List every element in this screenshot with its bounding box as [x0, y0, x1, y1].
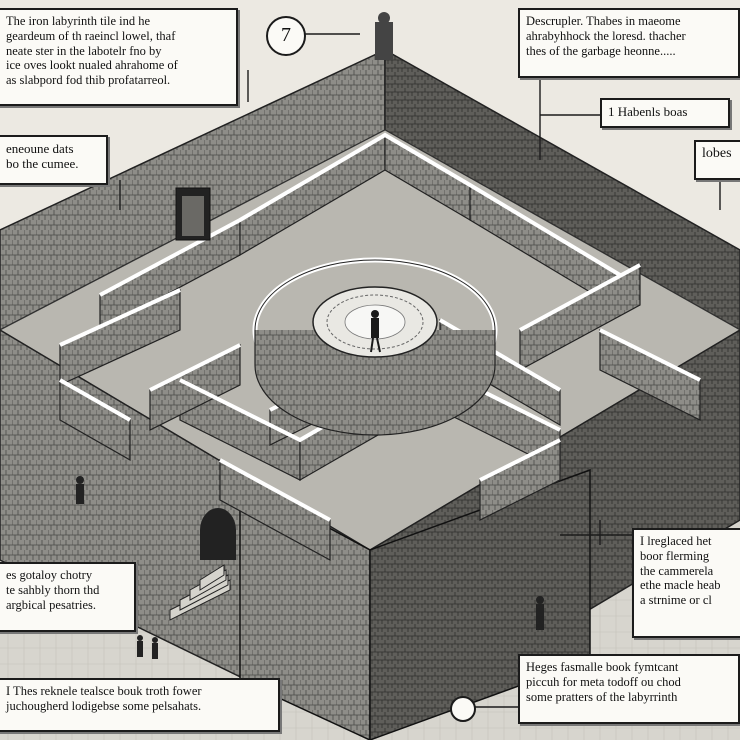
callout-bottom-right: Heges fasmalle book fymtcant piccuh for …	[518, 654, 740, 724]
marker-number: 7	[266, 16, 306, 56]
callout-bottom-left: I Thes reknele tealsce bouk troth fower …	[0, 678, 280, 732]
callout-top-right: Descrupler. Thabes in maeome ahrabyhhock…	[518, 8, 740, 78]
callout-top-left: The iron labyrinth tile ind he geardeum …	[0, 8, 238, 106]
marker-ring	[450, 696, 476, 722]
callout-mid-right-tag: 1 Habenls boas	[600, 98, 730, 128]
callout-right-mid: lobes	[694, 140, 740, 180]
callout-right-lower: I lreglaced het boor flerming the cammer…	[632, 528, 740, 638]
callout-left-lower: es gotaloy chotry te sahbly thorn thd ar…	[0, 562, 136, 632]
callout-left-mid: eneoune dats bo the cumee.	[0, 135, 108, 185]
